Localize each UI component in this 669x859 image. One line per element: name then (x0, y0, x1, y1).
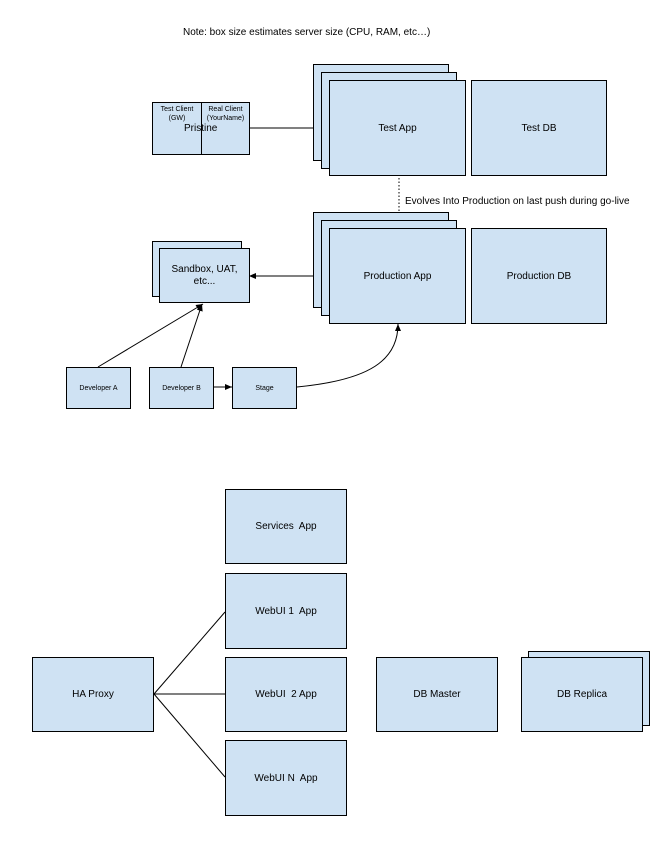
test-app-label: Test App (378, 122, 417, 134)
developer-a-box: Developer A (66, 367, 131, 409)
stage-label: Stage (255, 384, 274, 392)
pristine-divider (201, 102, 202, 155)
services-app-box: Services App (225, 489, 347, 564)
developer-a-label: Developer A (79, 384, 118, 392)
production-app-label: Production App (363, 270, 432, 282)
webui-2-box: WebUI 2 App (225, 657, 347, 732)
webui-1-label: WebUI 1 App (255, 605, 317, 617)
developer-b-box: Developer B (149, 367, 214, 409)
developer-b-label: Developer B (162, 384, 201, 392)
arrow-developer-b-to-sandbox (180, 303, 203, 368)
evolve-label: Evolves Into Production on last push dur… (405, 196, 630, 207)
production-db-box: Production DB (471, 228, 607, 324)
arrow-developer-a-to-sandbox (97, 303, 204, 368)
pristine-label: Pristine (184, 123, 218, 134)
webui-1-box: WebUI 1 App (225, 573, 347, 649)
line-proxy-to-webui-n (153, 693, 226, 778)
webui-n-label: WebUI N App (254, 772, 318, 784)
test-client-label: Test Client (GW) (160, 106, 194, 122)
test-db-label: Test DB (521, 122, 557, 134)
db-replica-label: DB Replica (556, 689, 608, 700)
sandbox-box: Sandbox, UAT, etc... (159, 248, 250, 303)
production-db-label: Production DB (506, 270, 572, 282)
line-proxy-to-webui-1 (153, 611, 226, 695)
db-master-label: DB Master (413, 689, 461, 700)
ha-proxy-box: HA Proxy (32, 657, 154, 732)
webui-n-box: WebUI N App (225, 740, 347, 816)
production-app-box: Production App (329, 228, 466, 324)
services-app-label: Services App (255, 521, 317, 532)
sandbox-label: Sandbox, UAT, etc... (171, 263, 238, 287)
webui-2-label: WebUI 2 App (255, 689, 317, 700)
note-text: Note: box size estimates server size (CP… (183, 27, 431, 38)
test-app-box: Test App (329, 80, 466, 176)
test-db-box: Test DB (471, 80, 607, 176)
db-replica-box: DB Replica (521, 657, 643, 732)
db-master-box: DB Master (376, 657, 498, 732)
real-client-label: Real Client (YourName) (206, 106, 245, 122)
arrow-stage-to-production (296, 323, 401, 388)
stage-box: Stage (232, 367, 297, 409)
ha-proxy-label: HA Proxy (72, 689, 114, 700)
